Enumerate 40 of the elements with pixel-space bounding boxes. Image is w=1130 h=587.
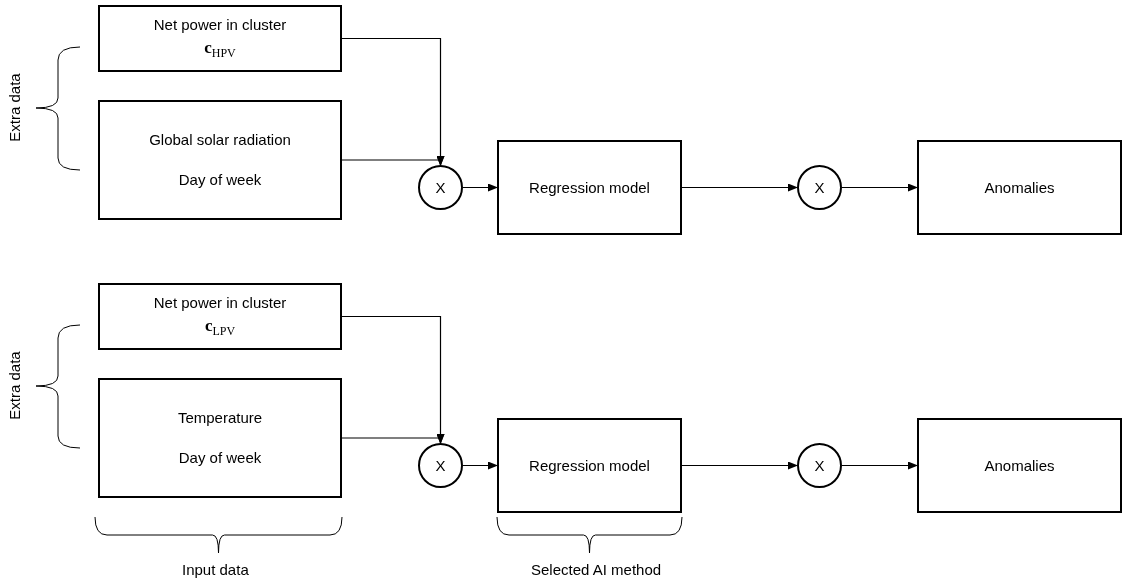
operator-label: X: [814, 456, 825, 475]
node-label: Net power in cluster: [153, 16, 287, 35]
node-label: Net power in cluster: [153, 294, 287, 313]
variable-symbol: c$_{LPV}$: [204, 316, 236, 339]
operator-label: X: [435, 178, 446, 197]
multiply-circle: [418, 165, 463, 210]
multiply-circle: [797, 165, 842, 210]
process-box: [497, 140, 682, 235]
group-label: Extra data: [5, 73, 23, 142]
operator-label: X: [435, 456, 446, 475]
process-box: [98, 378, 342, 498]
node-label: Day of week: [178, 171, 262, 189]
multiply-circle: [418, 443, 463, 488]
node-label: Anomalies: [984, 456, 1055, 475]
node-label: Regression model: [529, 178, 650, 197]
arrow: [341, 434, 445, 444]
process-box: [917, 418, 1122, 513]
arrow: [341, 156, 445, 166]
operator-label: X: [814, 178, 825, 197]
node-label: Anomalies: [984, 178, 1055, 197]
node-label: Temperature: [177, 409, 263, 427]
node-label: Global solar radiation: [149, 131, 291, 149]
arrow: [681, 461, 798, 470]
arrow: [462, 183, 498, 192]
arrow: [681, 183, 798, 192]
arrow: [841, 461, 918, 470]
node-label: Day of week: [178, 449, 262, 467]
variable-symbol: c$_{HPV}$: [204, 38, 236, 61]
process-box: [98, 5, 342, 72]
bracket-label: Selected AI method: [531, 561, 662, 578]
process-box: [98, 100, 342, 220]
node-label: Regression model: [529, 456, 650, 475]
process-box: [98, 283, 342, 350]
arrow: [462, 461, 498, 470]
group-label: Extra data: [5, 351, 23, 420]
process-box: [917, 140, 1122, 235]
process-box: [497, 418, 682, 513]
multiply-circle: [797, 443, 842, 488]
bracket-label: Input data: [182, 561, 249, 578]
arrow: [841, 183, 918, 192]
